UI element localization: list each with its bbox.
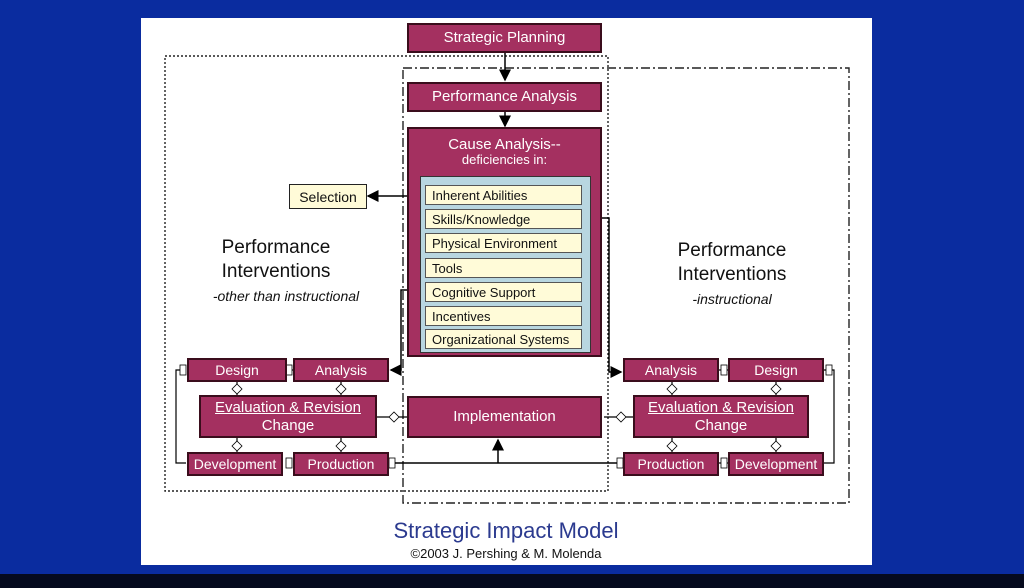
bottom-bar [0, 574, 1024, 588]
left-development-box: Development [187, 452, 283, 476]
right-subheading: -instructional [692, 291, 772, 307]
item-tools: Tools [425, 258, 582, 278]
cause-analysis-subtitle: deficiencies in: [461, 152, 548, 168]
strategic-planning-box: Strategic Planning [407, 23, 602, 53]
cause-analysis-title: Cause Analysis-- [448, 136, 561, 153]
item-physical-environment: Physical Environment [425, 233, 582, 253]
left-subheading: -other than instructional [212, 288, 360, 304]
item-incentives: Incentives [425, 306, 582, 326]
right-analysis-box: Analysis [623, 358, 719, 382]
left-production-box: Production [293, 452, 389, 476]
footer-credit: ©2003 J. Pershing & M. Molenda [410, 546, 602, 561]
right-heading: Performance Interventions [677, 240, 787, 285]
item-cognitive-support: Cognitive Support [425, 282, 582, 302]
item-organizational-systems: Organizational Systems [425, 329, 582, 349]
left-evaluation-box: Evaluation & Revision Change [199, 395, 377, 438]
frame-instructional [402, 67, 850, 504]
footer-title: Strategic Impact Model [393, 518, 619, 543]
right-development-box: Development [728, 452, 824, 476]
selection-box: Selection [289, 184, 367, 209]
slide: Strategic Planning Performance Analysis … [141, 18, 872, 565]
left-analysis-box: Analysis [293, 358, 389, 382]
right-evaluation-box: Evaluation & Revision Change [633, 395, 809, 438]
performance-analysis-box: Performance Analysis [407, 82, 602, 112]
left-design-box: Design [187, 358, 287, 382]
left-heading: Performance Interventions [221, 237, 331, 282]
right-design-box: Design [728, 358, 824, 382]
right-production-box: Production [623, 452, 719, 476]
item-skills-knowledge: Skills/Knowledge [425, 209, 582, 229]
item-inherent-abilities: Inherent Abilities [425, 185, 582, 205]
implementation-box: Implementation [407, 396, 602, 438]
frame-non-instructional [164, 55, 609, 492]
